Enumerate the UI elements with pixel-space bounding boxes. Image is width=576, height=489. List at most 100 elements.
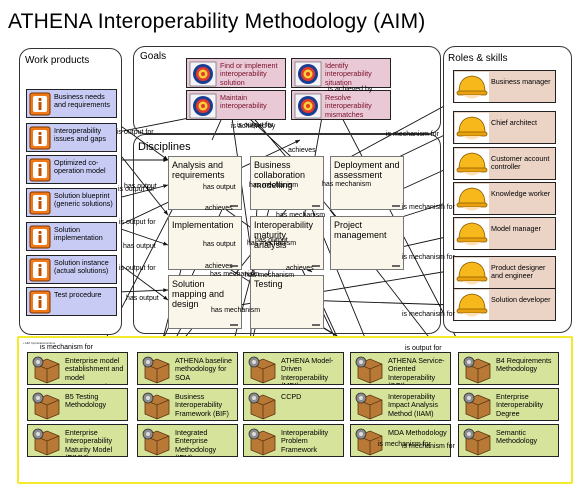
target-icon (189, 93, 217, 119)
work-product-label: Optimized co-operation model (54, 158, 106, 176)
specification-label: ATHENA baseline methodology for SOA (175, 356, 232, 382)
specification-enterprise-interoperability-maturity-model-eimm: Enterprise Interoperability Maturity Mod… (27, 424, 128, 457)
specification-label: Enterprise model establishment and model… (65, 356, 124, 384)
discipline-label: Testing (254, 279, 283, 289)
edge-label: has mechanism (322, 181, 372, 188)
info-document-icon (29, 158, 51, 182)
work-product-label: Test procedure (54, 290, 102, 299)
edge-label: is output for (119, 219, 156, 226)
role-label: Product designer and engineer (491, 263, 546, 281)
discipline-corner-mark (312, 265, 320, 267)
page-title: ATHENA Interoperability Methodology (AIM… (8, 10, 426, 33)
edge-label: is achieved by (328, 86, 373, 93)
work-product-solution-blueprint-generic-solutions: Solution blueprint (generic solutions) (26, 188, 117, 217)
goals-panel: Goals (133, 46, 441, 134)
gear-box-icon (32, 356, 60, 384)
specification-enterprise-interoperability-degree: Enterprise Interoperability Degree (458, 388, 559, 421)
discipline-corner-mark (312, 324, 320, 326)
specification-semantic-methodology: Semantic Methodology (458, 424, 559, 457)
edge-label: has mechanism (245, 272, 295, 279)
discipline-implementation: Implementation (168, 216, 242, 270)
roles-label: Roles & skills (448, 53, 508, 64)
work-product-label: Solution implementation (54, 225, 103, 243)
gear-box-icon (248, 428, 276, 456)
arrowhead (163, 158, 168, 162)
target-icon (294, 61, 322, 87)
edge-label: has output (123, 243, 156, 250)
role-model-manager: Model manager (453, 217, 556, 250)
work-product-label: Interoperability issues and gaps (54, 126, 106, 144)
edge-label: has mechanism (249, 182, 299, 189)
edge-label: is output for (405, 345, 442, 352)
connector-line (299, 299, 456, 306)
disciplines-panel: Disciplines (133, 134, 441, 334)
role-solution-developer: Solution developer (453, 288, 556, 321)
specification-enterprise-model-establishment-and-model-management: Enterprise model establishment and model… (27, 352, 128, 385)
info-document-icon (29, 191, 51, 215)
arrowhead (163, 184, 168, 189)
info-document-icon (29, 225, 51, 249)
discipline-corner-mark (230, 205, 238, 207)
role-label: Chief architect (491, 118, 537, 127)
work-product-label: Business needs and requirements (54, 92, 110, 110)
target-icon (294, 93, 322, 119)
specification-label: Enterprise Interoperability Maturity Mod… (65, 428, 113, 456)
gear-box-icon (355, 428, 383, 456)
edge-label: has output (255, 237, 288, 244)
edge-label: is mechanism for (40, 344, 93, 351)
work-product-test-procedure: Test procedure (26, 287, 117, 316)
discipline-interoperability-maturity-analysis: Interoperability maturity analysis (250, 216, 324, 270)
edge-label: achieves (286, 265, 314, 272)
discipline-label: Solution mapping and design (172, 279, 225, 309)
gear-box-icon (32, 392, 60, 420)
specification-label: CCPD (281, 392, 302, 401)
hardhat-worker-icon (455, 184, 489, 214)
role-label: Customer account controller (491, 154, 550, 172)
edge-label: is mechanism for (402, 443, 455, 450)
discipline-deployment-and-assessment: Deployment and assessment (330, 156, 404, 210)
discipline-solution-mapping-and-design: Solution mapping and design (168, 275, 242, 329)
connector-line (117, 262, 169, 301)
discipline-testing: Testing (250, 275, 324, 329)
hardhat-worker-icon (455, 72, 489, 102)
role-product-designer-and-engineer: Product designer and engineer (453, 256, 556, 289)
arrowhead (163, 241, 168, 246)
gear-box-icon (355, 392, 383, 420)
edge-label: achieves (205, 205, 233, 212)
edge-label: has output (124, 183, 157, 190)
role-business-manager: Business manager (453, 70, 556, 103)
work-products-label: Work products (25, 55, 90, 66)
edge-label: has mechanism (210, 271, 260, 278)
goal-label: Maintain interoperability (220, 93, 267, 111)
edge-label: is output for (118, 186, 155, 193)
edge-label: is mechanism for (402, 254, 455, 261)
connector-line (117, 289, 169, 293)
discipline-corner-mark (230, 324, 238, 326)
connector-line (117, 227, 169, 246)
arrowhead (163, 288, 168, 293)
gear-box-icon (142, 428, 170, 456)
discipline-business-collaboration-modelling: Business collaboration modelling (250, 156, 324, 210)
goals-label: Goals (140, 51, 167, 62)
specification-interoperability-problem-framework: Interoperability Problem Framework (243, 424, 344, 457)
discipline-label: Deployment and assessment (334, 160, 400, 180)
goal-label: Find or implement interoperability solut… (220, 61, 278, 87)
role-label: Model manager (491, 224, 541, 233)
edge-label: has mechanism (247, 240, 297, 247)
edge-label: is mechanism for (386, 131, 439, 138)
edge-label: is output for (119, 265, 156, 272)
goal-label: Identify interoperability situation (325, 61, 372, 87)
discipline-label: Analysis and requirements (172, 160, 225, 180)
specification-athena-baseline-methodology-for-soa: ATHENA baseline methodology for SOA (137, 352, 238, 385)
connector-line (117, 151, 169, 216)
specification-b5-testing-methodology: B5 Testing Methodology (27, 388, 128, 421)
specification-label: Enterprise Interoperability Degree (496, 392, 544, 418)
gear-box-icon (248, 392, 276, 420)
discipline-corner-mark (312, 205, 320, 207)
edge-label: has output (203, 184, 236, 191)
discipline-label: Business collaboration modelling (254, 160, 306, 190)
specification-label: B4 Requirements Methodology (496, 356, 552, 374)
edge-label: achieves (288, 147, 316, 154)
discipline-label: Interoperability maturity analysis (254, 220, 314, 250)
